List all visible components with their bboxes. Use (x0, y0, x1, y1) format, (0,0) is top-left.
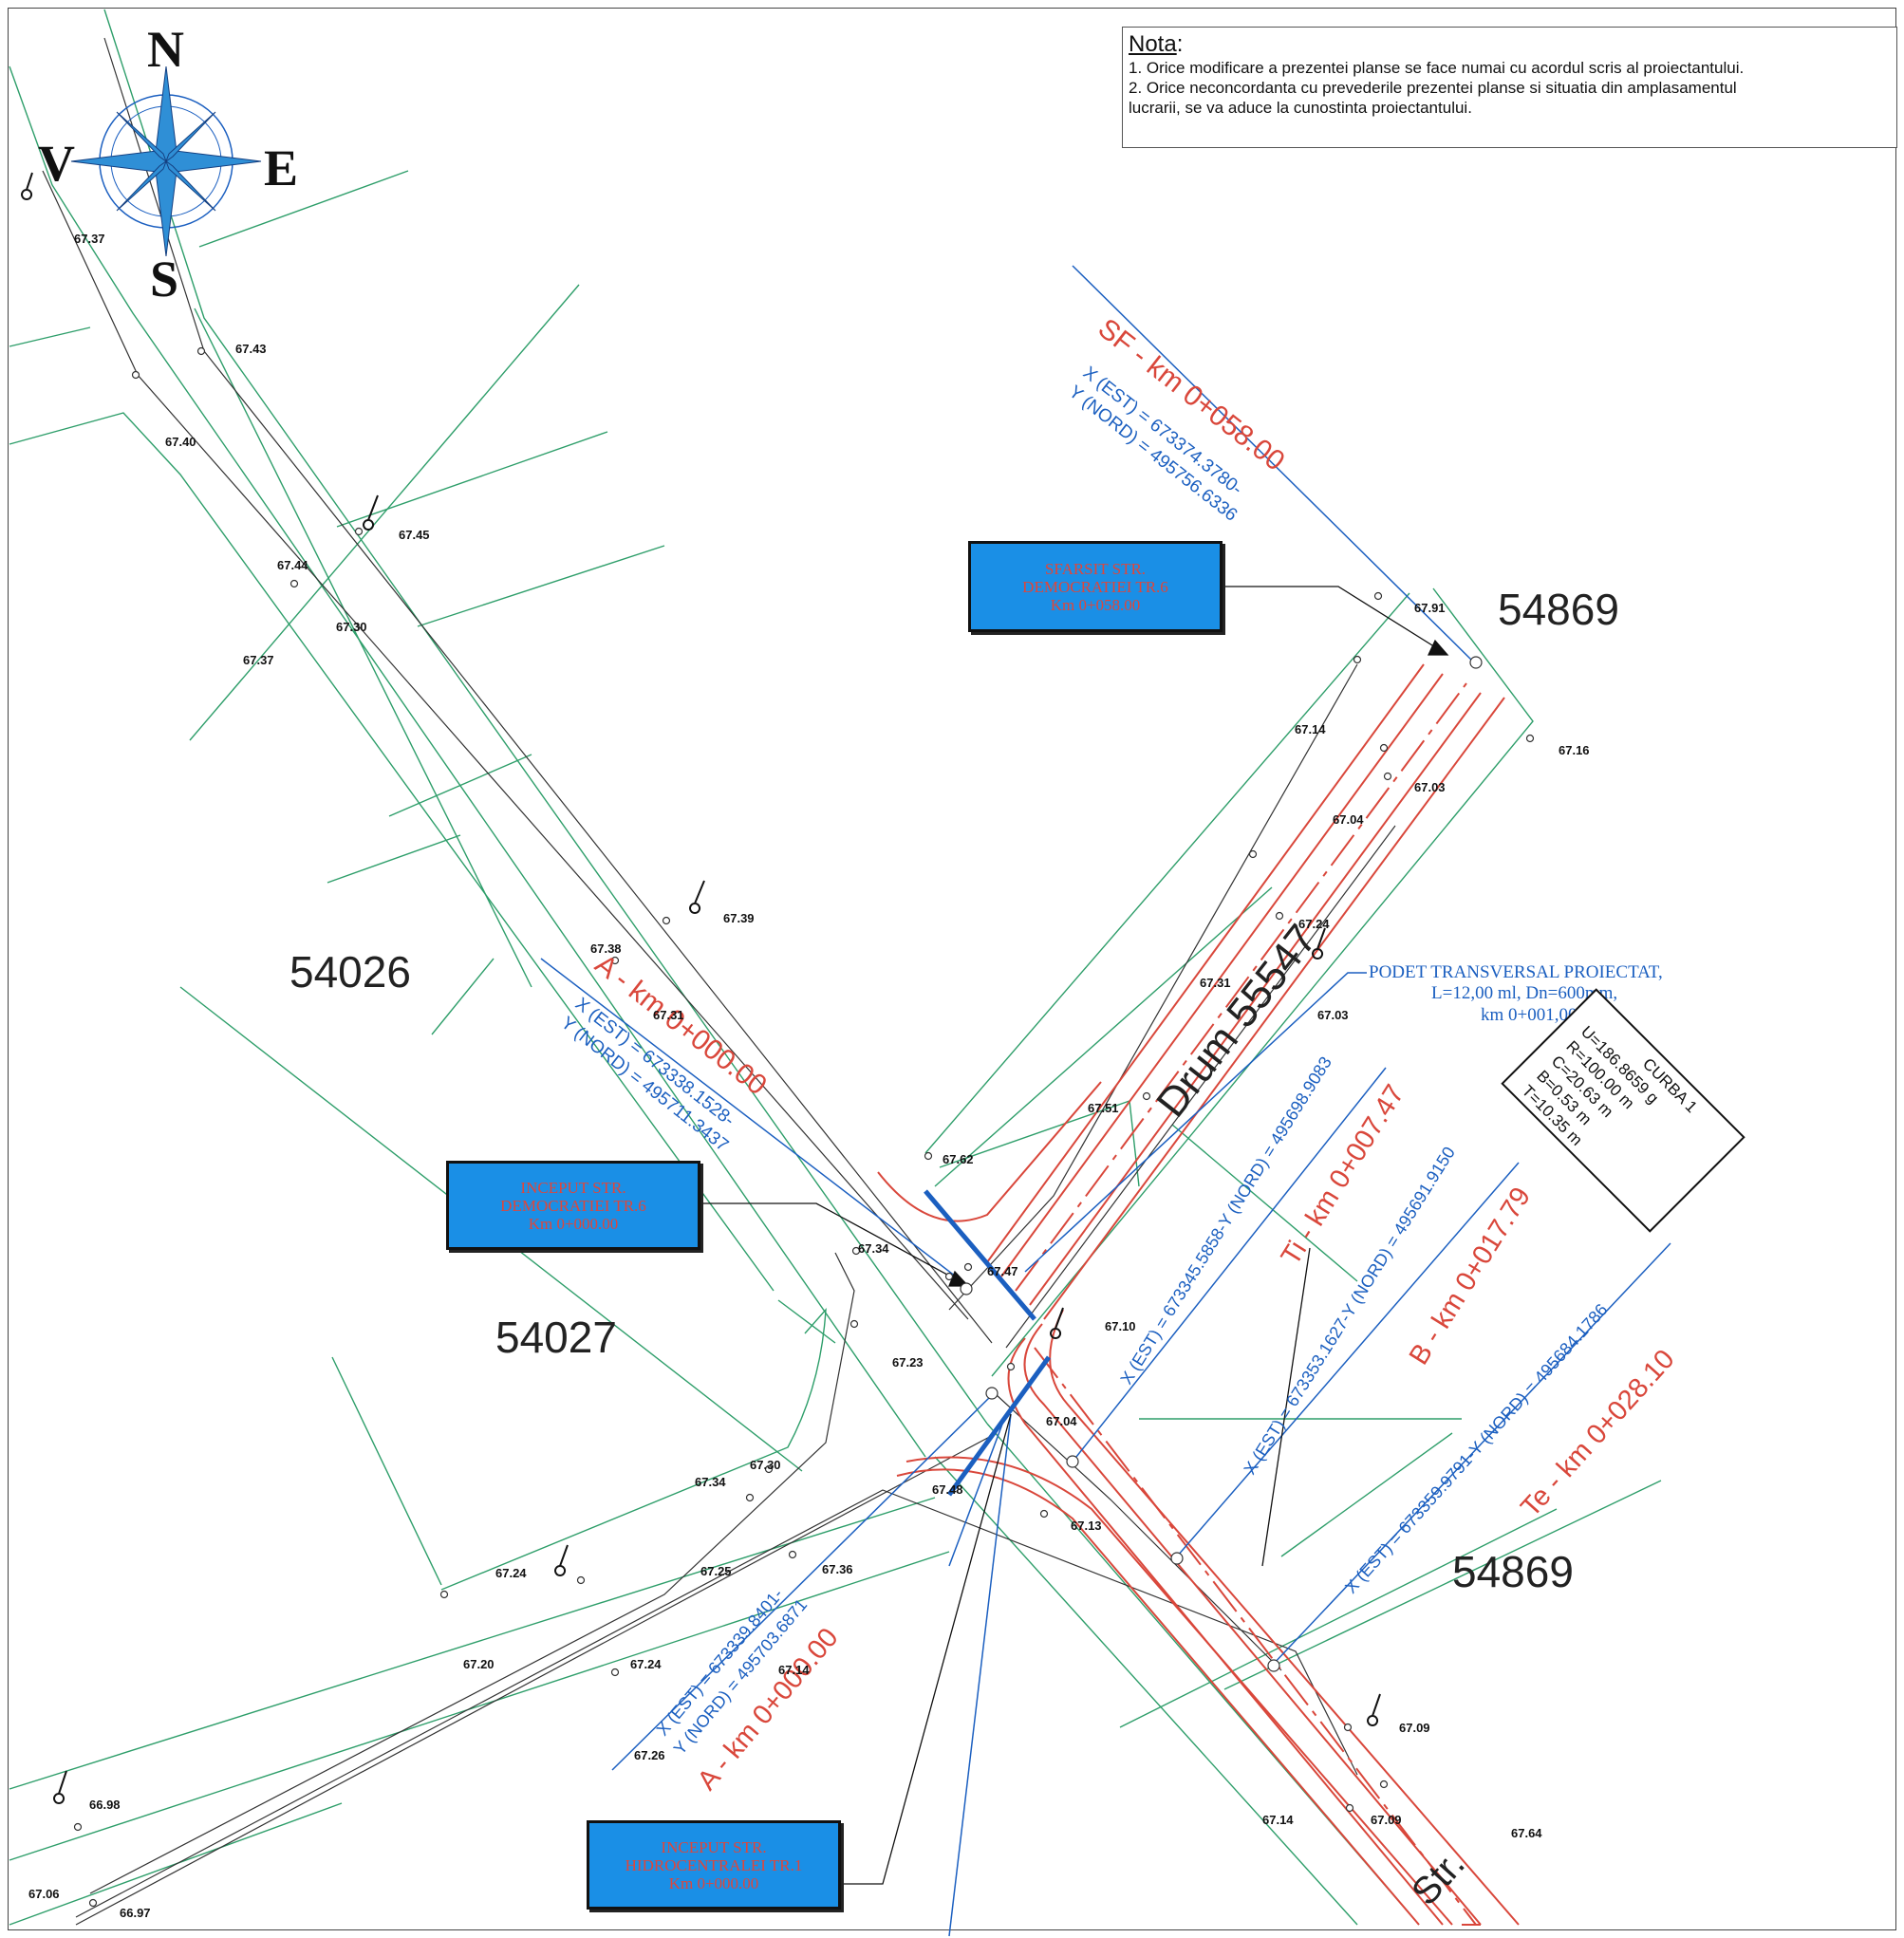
spot-elevation: 67.37 (243, 653, 274, 667)
road-axis (1015, 682, 1477, 1926)
spot-elevation: 67.34 (858, 1241, 889, 1256)
box-line: Km 0+000.00 (528, 1214, 619, 1233)
culvert-symbols (924, 1189, 1052, 1497)
spot-elevations: 67.37 67.43 67.40 67.45 67.44 67.30 67.3… (28, 232, 1590, 1920)
spot-elevation: 67.24 (630, 1657, 662, 1671)
spot-elevation: 67.30 (750, 1458, 781, 1472)
box-line: HIDROCENTRALEI TR.1 (625, 1855, 803, 1874)
culvert-line: PODET TRANSVERSAL PROIECTAT, (1369, 962, 1663, 982)
spot-elevation: 67.47 (987, 1264, 1018, 1278)
spot-elevation: 67.36 (822, 1562, 853, 1576)
parcel-number: 54869 (1452, 1547, 1574, 1596)
note-line: 1. Orice modificare a prezentei planse s… (1129, 59, 1745, 77)
box-line: Km 0+000.00 (668, 1873, 759, 1892)
spot-elevation: 67.24 (1298, 917, 1330, 931)
spot-elevation: 67.62 (943, 1152, 974, 1166)
culvert-label: PODET TRANSVERSAL PROIECTAT, L=12,00 ml,… (1369, 962, 1663, 1025)
existing-road-edges (42, 37, 1396, 1926)
station-sf: SF - km 0+058.00 X (EST) = 673374.3780- … (1065, 313, 1291, 526)
spot-elevation: 67.43 (235, 342, 267, 356)
box-line: INCEPUT STR. (520, 1178, 626, 1197)
spot-elevation: 67.14 (1262, 1813, 1294, 1827)
curve-data-box: CURBA 1 U=186.8659 g R=100.00 m C=20.63 … (1501, 988, 1745, 1233)
spot-elevation: 67.03 (1317, 1008, 1349, 1022)
utility-pole-icons (21, 172, 1381, 1804)
spot-elevation: 67.03 (1414, 780, 1446, 794)
spot-elevation: 67.31 (1200, 976, 1231, 990)
box-line: INCEPUT STR. (661, 1837, 767, 1856)
callout-pointers (698, 586, 1449, 1885)
note-title: Nota (1129, 31, 1177, 57)
spot-elevation: 67.09 (1371, 1813, 1402, 1827)
parcel-number: 54869 (1498, 585, 1619, 634)
spot-elevation: 67.38 (590, 941, 622, 956)
spot-elevation: 67.51 (1088, 1101, 1119, 1115)
station-leaders (540, 265, 1671, 1937)
spot-elevation: 67.30 (336, 620, 367, 634)
box-line: DEMOCRATIEI TR.6 (1022, 577, 1168, 596)
station-km: B - km 0+017.79 (1404, 1183, 1537, 1370)
culvert-line: L=12,00 ml, Dn=600mm, (1431, 983, 1617, 1003)
spot-elevation: 67.48 (932, 1482, 963, 1497)
label-end-democratiei: SFARSIT STR. DEMOCRATIEI TR.6 Km 0+058.0… (968, 541, 1223, 632)
note-colon: : (1176, 31, 1184, 57)
compass-rose (70, 65, 262, 257)
compass-west: V (38, 135, 75, 192)
spot-elevation: 67.06 (28, 1887, 60, 1901)
survey-points (73, 346, 1535, 1908)
spot-elevation: 67.23 (892, 1355, 924, 1370)
spot-elevation: 67.24 (495, 1566, 527, 1580)
proposed-road (877, 663, 1520, 1926)
label-start-hidrocentralei: INCEPUT STR. HIDROCENTRALEI TR.1 Km 0+00… (587, 1820, 841, 1910)
spot-elevation: 67.16 (1559, 743, 1590, 757)
spot-elevation: 67.20 (463, 1657, 495, 1671)
label-start-democratiei: INCEPUT STR. DEMOCRATIEI TR.6 Km 0+000.0… (446, 1161, 700, 1250)
station-a-top: A - km 0+000.00 X (EST) = 673338.1528- Y… (557, 949, 773, 1156)
box-line: DEMOCRATIEI TR.6 (500, 1196, 646, 1215)
station-coord: X (EST) = 673353.1627-Y (NORD) = 495691.… (1240, 1144, 1458, 1478)
spot-elevation: 67.37 (74, 232, 105, 246)
spot-elevation: 67.04 (1046, 1414, 1077, 1428)
compass-south: S (150, 251, 178, 307)
spot-elevation: 67.44 (277, 558, 308, 572)
spot-elevation: 67.14 (778, 1663, 810, 1677)
drawing-frame (8, 8, 1896, 1930)
note-line: 2. Orice neconcordanta cu prevederile pr… (1129, 79, 1737, 97)
spot-elevation: 67.14 (1295, 722, 1326, 736)
spot-elevation: 67.45 (399, 528, 430, 542)
spot-elevation: 67.39 (723, 911, 755, 925)
spot-elevation: 67.25 (700, 1564, 732, 1578)
compass-east: E (264, 140, 298, 196)
compass-north: N (147, 21, 184, 78)
cadastral-boundaries (9, 9, 1662, 1926)
spot-elevation: 66.97 (120, 1906, 151, 1920)
spot-elevation: 67.26 (634, 1748, 665, 1762)
spot-elevation: 67.91 (1414, 601, 1446, 615)
parcel-number: 54026 (289, 947, 411, 997)
parcel-number: 54027 (495, 1313, 617, 1362)
station-a-bottom: X (EST) = 673339.8401- Y (NORD) = 495703… (653, 1585, 845, 1797)
culvert-line: km 0+001,00 (1481, 1005, 1577, 1025)
note-line: lucrarii, se va aduce la cunostinta proi… (1129, 99, 1472, 117)
spot-elevation: 66.98 (89, 1798, 121, 1812)
spot-elevation: 67.09 (1399, 1721, 1430, 1735)
spot-elevation: 67.31 (653, 1008, 684, 1022)
note-box: Nota: 1. Orice modificare a prezentei pl… (1122, 27, 1897, 148)
spot-elevation: 67.64 (1511, 1826, 1542, 1840)
spot-elevation: 67.04 (1333, 812, 1364, 827)
spot-elevation: 67.40 (165, 435, 196, 449)
box-line: Km 0+058.00 (1050, 595, 1141, 614)
spot-elevation: 67.10 (1105, 1319, 1136, 1333)
box-line: SFARSIT STR. (1044, 559, 1147, 578)
spot-elevation: 67.13 (1071, 1519, 1102, 1533)
spot-elevation: 67.34 (695, 1475, 726, 1489)
